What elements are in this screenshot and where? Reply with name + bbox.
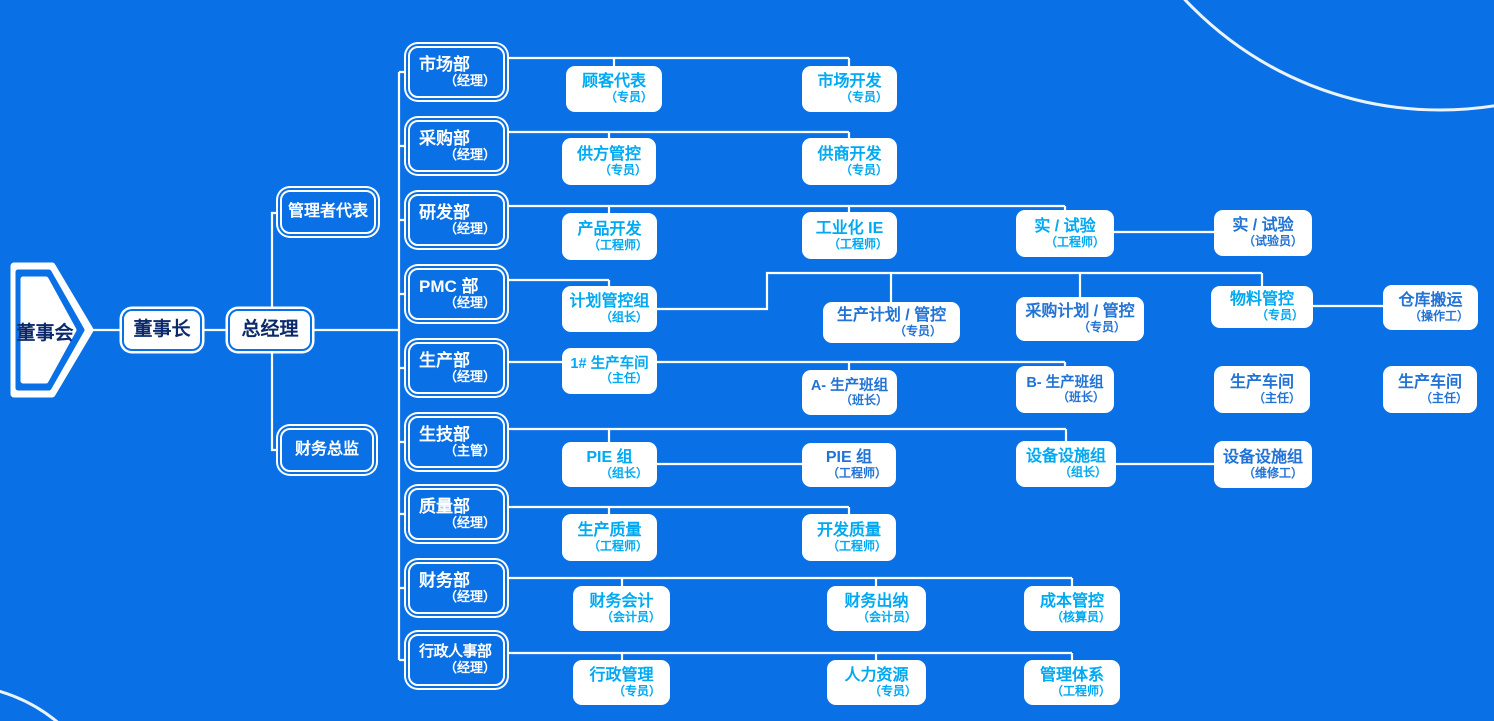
org-node-workshop-1: 1# 生产车间 （主任）	[562, 348, 657, 394]
org-node-material-control: 物料管控 （专员）	[1211, 286, 1313, 328]
board-arrow-shape	[10, 262, 94, 398]
dept-purchasing: 采购部 （经理）	[408, 120, 505, 172]
org-node-supplier-development: 供商开发 （专员）	[802, 138, 897, 185]
org-node-equipment-group-leader: 设备设施组 （组长）	[1016, 441, 1116, 487]
org-node-plan-control-group: 计划管控组 （组长）	[562, 286, 657, 332]
org-node-pie-group-leader: PIE 组 （组长）	[562, 442, 657, 487]
org-node-lab-test-engineer: 实 / 试验 （工程师）	[1016, 210, 1114, 257]
org-node-pie-group-engineer: PIE 组 （工程师）	[802, 443, 896, 487]
org-node-customer-rep: 顾客代表 （专员）	[566, 66, 662, 112]
decorative-arc-bottom-left	[0, 689, 59, 721]
org-connectors	[88, 56, 1383, 662]
dept-rnd: 研发部 （经理）	[408, 194, 505, 246]
board-node: 董事会	[16, 323, 74, 344]
decorative-arc-top-right	[1183, 0, 1494, 112]
general-manager-node: 总经理	[228, 309, 312, 351]
org-node-financial-cashier: 财务出纳 （会计员）	[827, 586, 926, 631]
org-node-warehouse-handling: 仓库搬运 （操作工）	[1383, 285, 1478, 330]
org-node-human-resources: 人力资源 （专员）	[827, 660, 926, 705]
org-node-production-workshop-2: 生产车间 （主任）	[1383, 366, 1477, 413]
org-node-production-team-a: A- 生产班组 （班长）	[802, 370, 897, 415]
chairman-node: 董事长	[122, 309, 202, 351]
org-node-cost-control: 成本管控 （核算员）	[1024, 586, 1120, 631]
dept-pmc: PMC 部 （经理）	[408, 268, 505, 320]
dept-quality: 质量部 （经理）	[408, 488, 505, 540]
dept-production: 生产部 （经理）	[408, 342, 505, 394]
org-node-supplier-control: 供方管控 （专员）	[562, 138, 656, 185]
dept-admin-hr: 行政人事部 （经理）	[408, 634, 505, 686]
org-node-market-development: 市场开发 （专员）	[802, 66, 897, 112]
dept-engineering: 生技部 （主管）	[408, 416, 505, 468]
org-node-equipment-group-maintainer: 设备设施组 （维修工）	[1214, 441, 1312, 488]
dept-marketing: 市场部 （经理）	[408, 46, 505, 98]
org-node-financial-accounting: 财务会计 （会计员）	[573, 586, 670, 631]
org-node-production-workshop-1: 生产车间 （主任）	[1214, 366, 1310, 413]
org-node-management-system: 管理体系 （工程师）	[1024, 660, 1120, 705]
org-node-lab-test-technician: 实 / 试验 （试验员）	[1214, 210, 1312, 256]
org-node-production-plan-control: 生产计划 / 管控 （专员）	[823, 302, 960, 343]
finance-director-node: 财务总监	[280, 428, 374, 472]
dept-finance: 财务部 （经理）	[408, 562, 505, 614]
org-node-production-quality: 生产质量 （工程师）	[562, 514, 657, 561]
org-node-development-quality: 开发质量 （工程师）	[802, 514, 896, 561]
org-node-admin-management: 行政管理 （专员）	[573, 660, 670, 705]
org-node-product-development: 产品开发 （工程师）	[562, 213, 657, 260]
org-node-production-team-b: B- 生产班组 （班长）	[1016, 366, 1114, 413]
org-node-industrialization-ie: 工业化 IE （工程师）	[802, 212, 897, 259]
management-representative-node: 管理者代表	[280, 190, 376, 234]
org-node-purchase-plan-control: 采购计划 / 管控 （专员）	[1016, 297, 1144, 341]
